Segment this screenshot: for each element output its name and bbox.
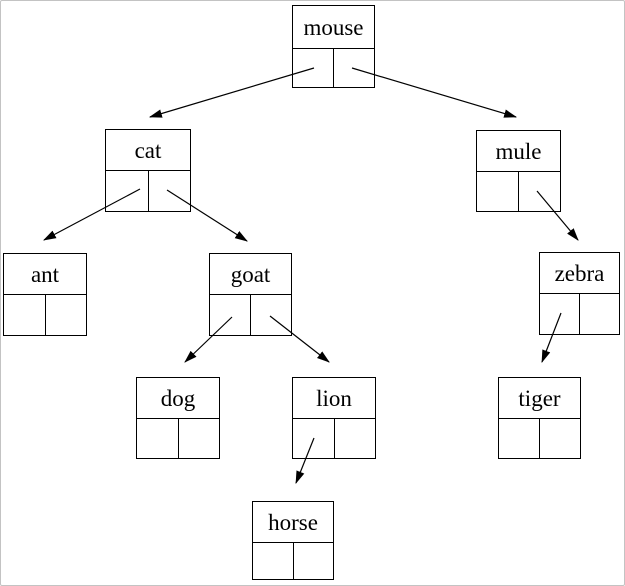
right-pointer-cell-goat [251,295,291,335]
pointer-cells-mouse [293,49,374,87]
node-label-mouse: mouse [293,6,374,49]
node-label-dog: dog [137,378,219,419]
left-pointer-cell-dog [137,419,179,458]
right-pointer-cell-zebra [580,294,619,334]
left-pointer-cell-ant [4,295,46,335]
right-pointer-cell-mule [519,172,560,211]
pointer-cells-zebra [540,294,619,334]
left-pointer-cell-mule [477,172,519,211]
pointer-cells-lion [293,419,375,458]
tree-node-tiger: tiger [498,377,581,459]
tree-node-mouse: mouse [292,5,375,88]
right-pointer-cell-cat [149,171,191,211]
left-pointer-cell-tiger [499,419,540,458]
pointer-cells-tiger [499,419,580,458]
left-pointer-cell-mouse [293,49,334,87]
node-label-horse: horse [253,502,333,543]
pointer-cells-mule [477,172,560,211]
pointer-cells-horse [253,543,333,579]
pointer-cells-goat [210,295,291,335]
right-pointer-cell-horse [294,543,334,579]
node-label-tiger: tiger [499,378,580,419]
tree-node-horse: horse [252,501,334,580]
left-pointer-cell-goat [210,295,251,335]
right-pointer-cell-dog [179,419,220,458]
pointer-cells-ant [4,295,86,335]
tree-node-dog: dog [136,377,220,459]
pointer-cells-cat [106,171,190,211]
left-pointer-cell-zebra [540,294,580,334]
node-label-zebra: zebra [540,253,619,294]
right-pointer-cell-lion [335,419,376,458]
left-pointer-cell-horse [253,543,294,579]
node-label-goat: goat [210,254,291,295]
right-pointer-cell-tiger [540,419,580,458]
pointer-cells-dog [137,419,219,458]
right-pointer-cell-ant [46,295,87,335]
tree-node-zebra: zebra [539,252,620,335]
tree-node-lion: lion [292,377,376,459]
node-label-lion: lion [293,378,375,419]
left-pointer-cell-cat [106,171,149,211]
right-pointer-cell-mouse [334,49,374,87]
node-label-mule: mule [477,131,560,172]
tree-node-ant: ant [3,253,87,336]
tree-node-goat: goat [209,253,292,336]
tree-node-cat: cat [105,129,191,212]
left-pointer-cell-lion [293,419,335,458]
node-label-cat: cat [106,130,190,171]
node-label-ant: ant [4,254,86,295]
tree-node-mule: mule [476,130,561,212]
